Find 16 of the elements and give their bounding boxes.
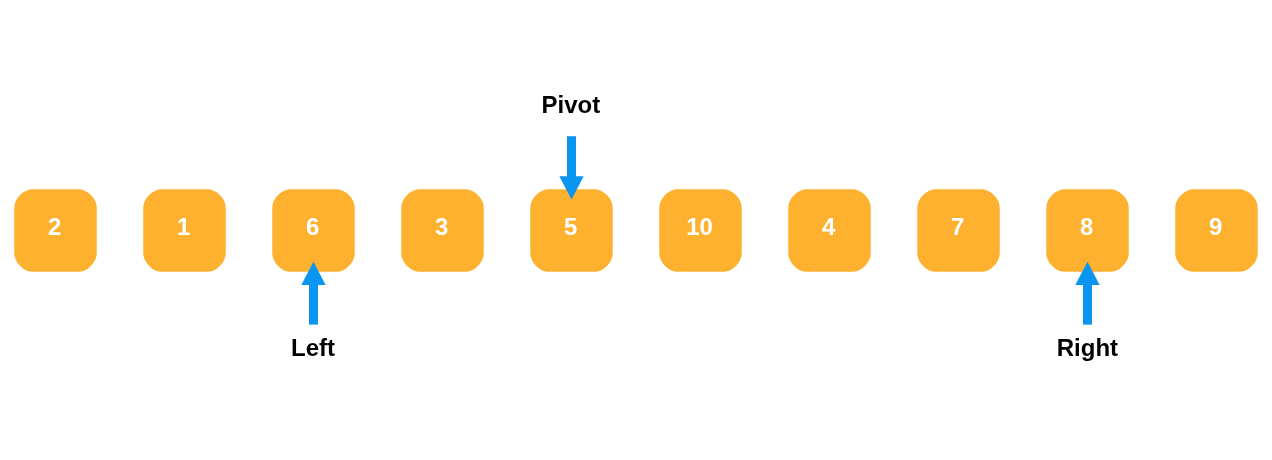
node-text: Pivot xyxy=(541,90,601,118)
node-box: 4 xyxy=(788,188,871,272)
node-box: 5 xyxy=(530,188,613,272)
arrow xyxy=(301,261,326,325)
node-box: 1 xyxy=(143,188,226,272)
node-box: 7 xyxy=(917,188,1000,272)
node-text: Left xyxy=(291,333,335,361)
node-box: 3 xyxy=(401,188,484,272)
node-box: 10 xyxy=(659,188,742,272)
node-box: 6 xyxy=(272,188,355,272)
arrow xyxy=(1075,261,1100,325)
node-box: 9 xyxy=(1175,188,1258,272)
node-box: 2 xyxy=(14,188,97,272)
arrow xyxy=(559,135,584,199)
node-text: Right xyxy=(1056,333,1119,361)
node-box: 8 xyxy=(1046,188,1129,272)
